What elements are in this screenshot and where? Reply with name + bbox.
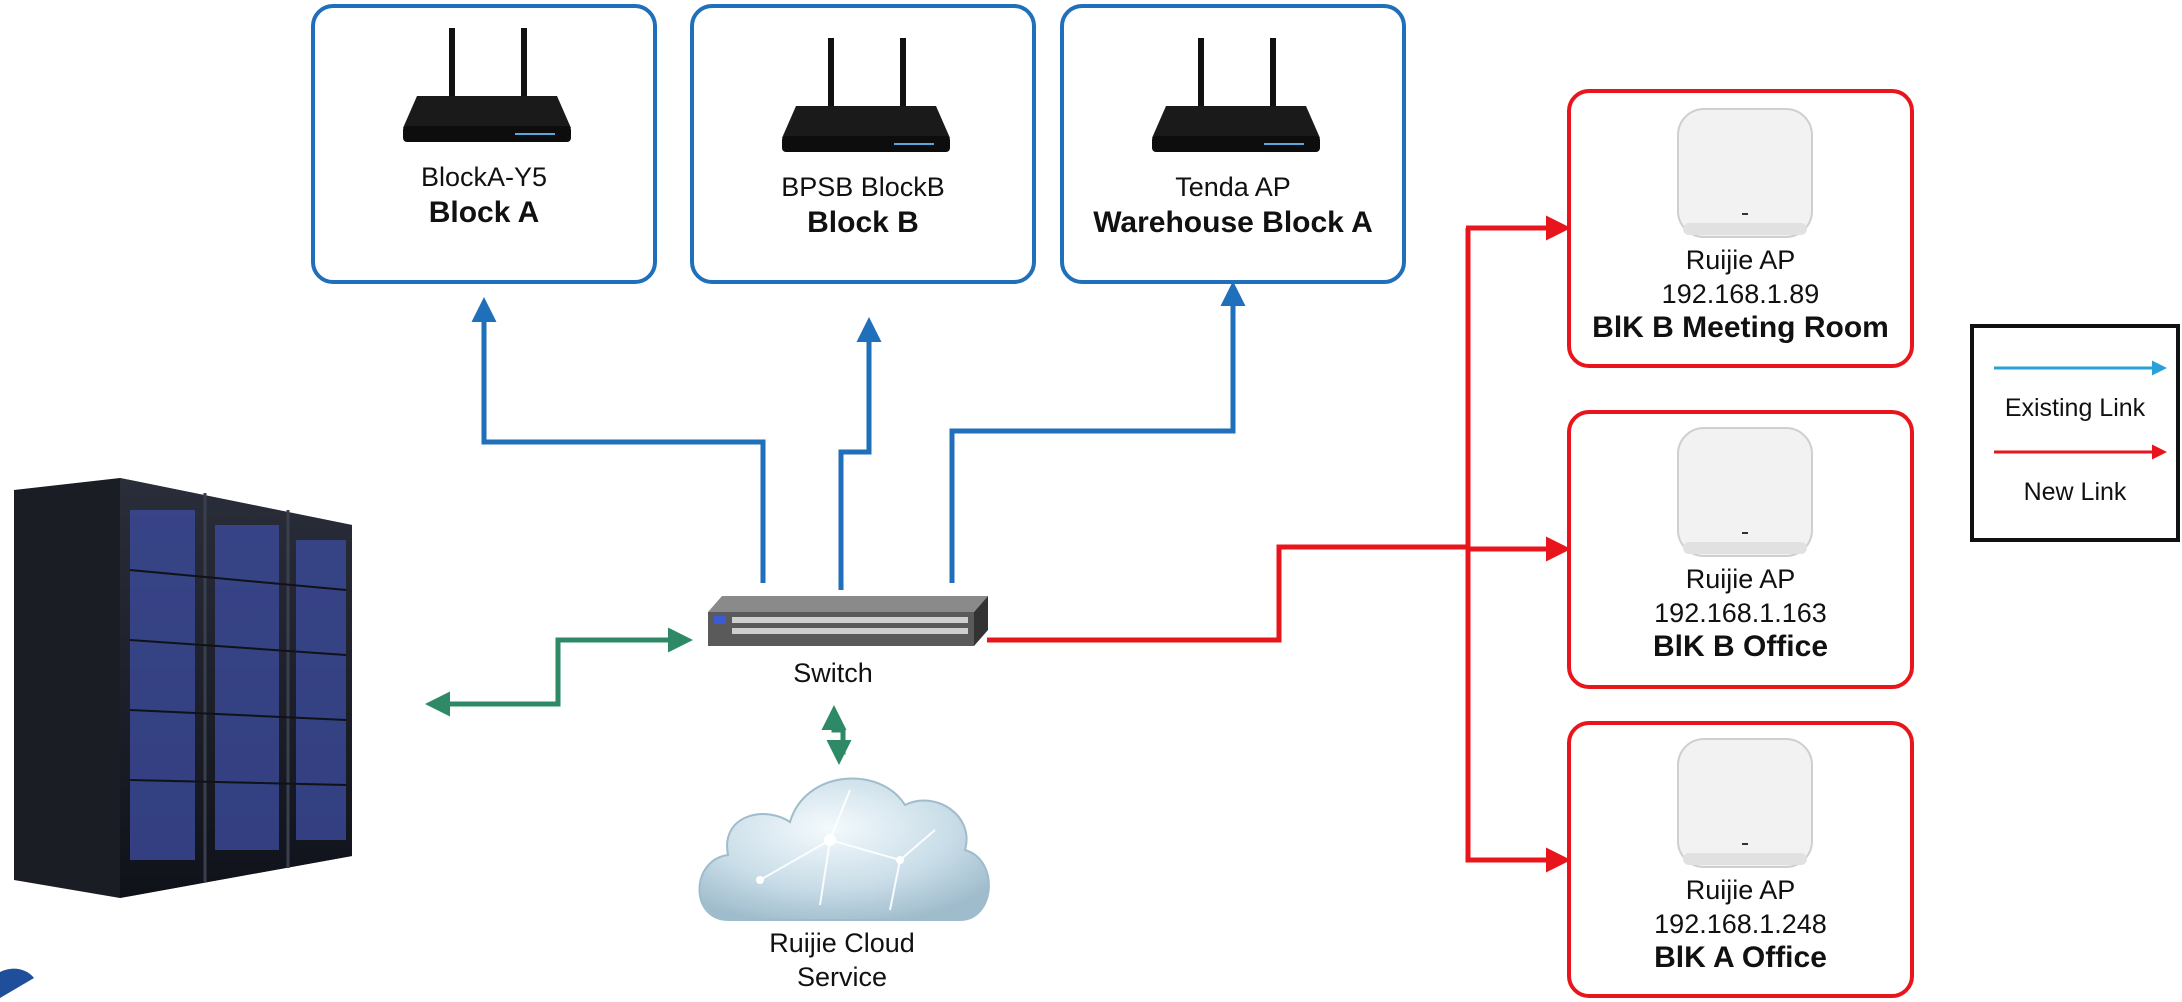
link-server-switch [425,627,693,717]
node-block-a: BlockA-Y5 Block A [311,4,657,284]
node-block-b: BPSB BlockB Block B [690,4,1036,284]
link-switch-cloud [821,705,852,765]
wifi-router-icon [782,38,950,152]
location-label: Block A [428,196,540,229]
link-switch-distribution [987,228,1471,643]
legend: Existing Link New Link [1970,324,2180,542]
node-blk-a-office: Ruijie AP 192.168.1.248 BlK A Office [1567,721,1914,998]
location-label: BlK B Office [1652,630,1829,663]
link-to-blk-a-office [1465,547,1571,873]
link-switch-block-b [838,317,882,590]
device-label: BlockA-Y5 [420,162,548,192]
ceiling-access-point-icon [1677,738,1813,868]
cloud-label-line2: Service [796,962,888,992]
location-label: BlK B Meeting Room [1592,311,1889,344]
legend-new-link: New Link [2023,478,2127,506]
node-blk-b-office: Ruijie AP 192.168.1.163 BlK B Office [1567,410,1914,689]
cloud-label-line1: Ruijie Cloud [769,928,915,958]
location-label: Warehouse Block A [1093,206,1373,239]
device-label: Ruijie AP [1685,245,1796,275]
device-label: Tenda AP [1175,172,1291,202]
device-label: Ruijie AP [1685,875,1796,905]
ip-address: 192.168.1.89 [1661,279,1820,309]
ceiling-access-point-icon [1677,427,1813,557]
wifi-router-icon [1152,38,1320,152]
location-label: Block B [807,206,919,239]
switch-label: Switch [793,658,873,688]
node-warehouse-block-a: Tenda AP Warehouse Block A [1060,4,1406,284]
device-label: Ruijie AP [1685,564,1796,594]
ip-address: 192.168.1.163 [1654,598,1827,628]
node-blk-b-meeting-room: Ruijie AP 192.168.1.89 BlK B Meeting Roo… [1567,89,1914,368]
device-label: BPSB BlockB [781,172,945,202]
legend-existing-link: Existing Link [2004,394,2146,422]
link-switch-block-a [471,297,766,583]
ceiling-access-point-icon [1677,108,1813,238]
ip-address: 192.168.1.248 [1654,909,1827,939]
wifi-router-icon [403,28,571,142]
location-label: BlK A Office [1654,941,1827,974]
link-switch-warehouse [949,281,1246,583]
legend-lines [1994,360,2167,460]
